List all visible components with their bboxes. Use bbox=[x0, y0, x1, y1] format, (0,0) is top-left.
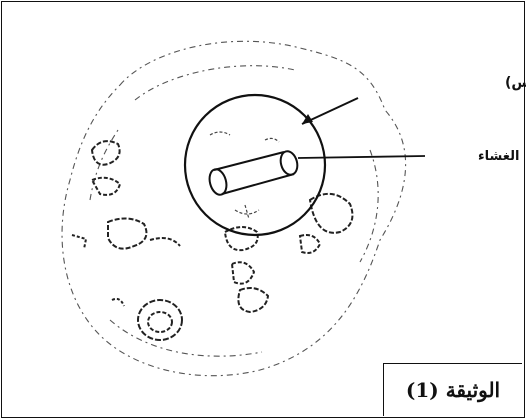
membrane-pointer bbox=[297, 155, 426, 159]
membrane-label: الغشاء bbox=[478, 149, 519, 164]
magnified-circle bbox=[183, 93, 327, 237]
organelles bbox=[71, 140, 354, 341]
arrow-head-icon bbox=[302, 114, 313, 124]
document-label: الوثيقة (1) bbox=[405, 378, 501, 402]
document-label-box: الوثيقة (1) bbox=[383, 363, 522, 416]
membrane-cylinder bbox=[208, 150, 299, 196]
cell-outline bbox=[61, 40, 407, 377]
magnified-part-label: الجزء المؤطر (س) bbox=[505, 75, 526, 91]
circle-texture bbox=[209, 131, 280, 220]
